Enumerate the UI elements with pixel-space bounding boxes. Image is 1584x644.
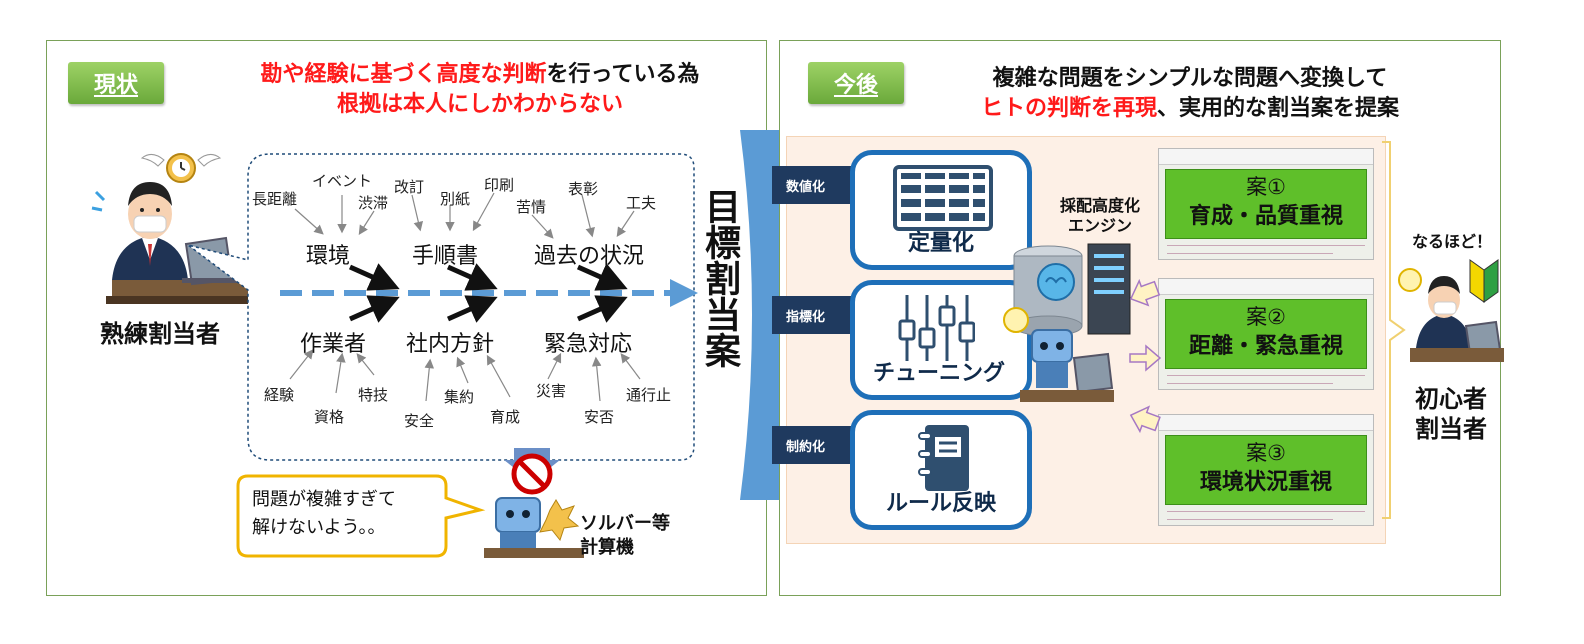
plan-box: 案③ 環境状況重視 bbox=[1165, 435, 1367, 505]
sub-factor: 表彰 bbox=[568, 180, 599, 198]
step-label: 定量化 bbox=[907, 231, 974, 256]
factor-past-situation: 過去の状況 bbox=[534, 244, 645, 269]
target-plan-label: 目標割当案 bbox=[699, 188, 740, 368]
sub-factor: 改訂 bbox=[394, 178, 425, 196]
novice-label: 初心者 割当者 bbox=[1415, 385, 1487, 443]
plan-number: 案① bbox=[1246, 175, 1286, 199]
plan-box: 案② 距離・緊急重視 bbox=[1165, 299, 1367, 369]
factor-company-policy: 社内方針 bbox=[406, 332, 495, 357]
step-card-rules: ルール反映 bbox=[850, 410, 1032, 530]
sub-factor: イベント bbox=[312, 172, 373, 190]
lightbulb-icon bbox=[1398, 268, 1422, 292]
current-ribbon: 現状 bbox=[58, 62, 164, 108]
step-card-tuning: チューニング bbox=[850, 280, 1032, 400]
sub-factor: 育成 bbox=[490, 408, 521, 426]
plan-title: 育成・品質重視 bbox=[1188, 204, 1343, 229]
sub-factor: 渋滞 bbox=[358, 194, 389, 212]
step-label: ルール反映 bbox=[885, 491, 996, 516]
expert-person-illustration bbox=[91, 153, 256, 304]
sweat-icon bbox=[91, 190, 106, 212]
plan-card-3[interactable]: 案③ 環境状況重視 bbox=[1158, 414, 1374, 526]
speech-bubble-text: 問題が複雑すぎて 解けないよう。。 bbox=[252, 489, 396, 538]
sub-factor: 工夫 bbox=[626, 194, 657, 212]
plan-box: 案① 育成・品質重視 bbox=[1165, 169, 1367, 239]
speech-bubble-shape bbox=[236, 474, 486, 558]
expert-label: 熟練割当者 bbox=[100, 320, 220, 348]
factor-worker: 作業者 bbox=[300, 332, 367, 357]
assistant-robot-illustration bbox=[1003, 307, 1114, 402]
solver-label: ソルバー等 計算機 bbox=[580, 513, 670, 558]
factor-manual: 手順書 bbox=[412, 244, 479, 269]
table-icon bbox=[893, 165, 993, 231]
sub-factor: 安否 bbox=[584, 408, 615, 426]
factor-environment: 環境 bbox=[306, 244, 351, 269]
factor-emergency: 緊急対応 bbox=[544, 332, 633, 357]
sub-factor: 印刷 bbox=[484, 176, 515, 194]
sub-factor: 集約 bbox=[444, 388, 475, 406]
sub-factor: 別紙 bbox=[440, 190, 471, 208]
step-card-quantify: 定量化 bbox=[850, 150, 1032, 270]
sub-factor: 特技 bbox=[358, 386, 389, 404]
future-headline: 複雑な問題をシンプルな問題へ変換して ヒトの判断を再現、実用的な割当案を提案 bbox=[980, 66, 1400, 121]
current-headline-red: 勘や経験に基づく高度な判断 bbox=[260, 62, 547, 87]
sub-factor: 長距離 bbox=[252, 190, 298, 208]
sub-factor: 経験 bbox=[264, 386, 295, 404]
sub-factor: 安全 bbox=[404, 412, 435, 430]
reaction-text: なるほど！ bbox=[1411, 232, 1492, 251]
plan-arrows bbox=[1129, 278, 1162, 434]
plan-number: 案② bbox=[1246, 305, 1286, 329]
plans-bracket bbox=[1382, 141, 1406, 519]
solver-robot-illustration bbox=[484, 448, 584, 558]
sub-factor: 苦情 bbox=[516, 198, 547, 216]
sub-factor: 通行止 bbox=[626, 386, 672, 404]
plan-number: 案③ bbox=[1246, 441, 1286, 465]
current-headline: 勘や経験に基づく高度な判断を行っている為 根拠は本人にしかわからない bbox=[200, 60, 760, 120]
lightbulb-icon bbox=[1003, 307, 1029, 333]
sub-factor: 資格 bbox=[314, 408, 345, 426]
current-headline-line2: 根拠は本人にしかわからない bbox=[336, 92, 623, 117]
plan-card-2[interactable]: 案② 距離・緊急重視 bbox=[1158, 278, 1374, 390]
step-label: チューニング bbox=[873, 361, 1006, 386]
plan-card-1[interactable]: 案① 育成・品質重視 bbox=[1158, 148, 1374, 260]
future-ribbon: 今後 bbox=[798, 62, 904, 108]
plan-title: 距離・緊急重視 bbox=[1188, 334, 1343, 359]
novice-person-illustration bbox=[1398, 259, 1504, 362]
clock-icon bbox=[140, 153, 222, 183]
notebook-icon bbox=[918, 425, 969, 491]
engine-server-illustration bbox=[1013, 243, 1131, 337]
fishbone-arrows bbox=[280, 192, 698, 402]
equalizer-icon bbox=[898, 295, 975, 361]
plan-title: 環境状況重視 bbox=[1199, 470, 1332, 495]
engine-label: 採配高度化 エンジン bbox=[1059, 196, 1140, 235]
beginner-mark-icon bbox=[1469, 259, 1499, 303]
current-headline-rest: を行っている為 bbox=[546, 62, 700, 87]
sub-factor: 災害 bbox=[536, 382, 567, 400]
